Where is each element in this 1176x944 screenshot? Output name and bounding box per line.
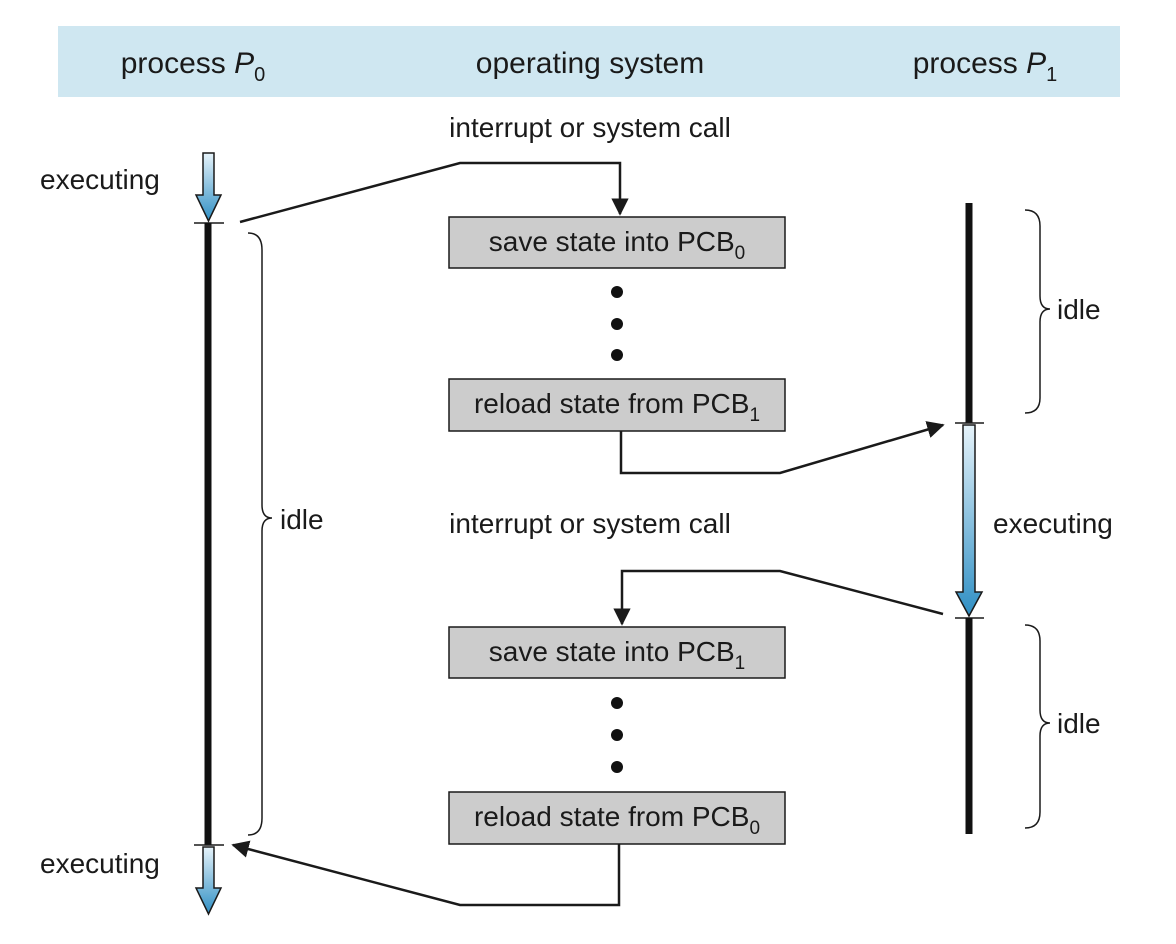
p1-executing-label: executing bbox=[993, 508, 1113, 539]
reload-pcb0-box: reload state from PCB0 bbox=[448, 791, 786, 845]
p1-idle-label-bottom: idle bbox=[1057, 708, 1101, 739]
p1-idle-label-top: idle bbox=[1057, 294, 1101, 325]
ellipsis-dot bbox=[611, 761, 623, 773]
header-band bbox=[58, 26, 1120, 97]
p1-idle-brace-bottom bbox=[1024, 624, 1051, 829]
header-process0: process P0 bbox=[121, 47, 266, 86]
svg-text:save state into PCB0: save state into PCB0 bbox=[489, 226, 745, 264]
interrupt-label-mid: interrupt or system call bbox=[449, 508, 731, 539]
interrupt-label-top: interrupt or system call bbox=[449, 112, 731, 143]
arrow-p1-to-save-pcb1 bbox=[613, 569, 944, 626]
svg-text:reload state from PCB1: reload state from PCB1 bbox=[474, 388, 760, 426]
ellipsis-dot bbox=[611, 318, 623, 330]
ellipsis-dot bbox=[611, 729, 623, 741]
p1-idle-brace-top bbox=[1024, 209, 1051, 414]
p0-idle-brace bbox=[247, 232, 273, 836]
svg-text:save state into PCB1: save state into PCB1 bbox=[489, 636, 745, 674]
ellipsis-dot bbox=[611, 697, 623, 709]
header-os: operating system bbox=[476, 47, 704, 80]
ellipsis-dot bbox=[611, 286, 623, 298]
header-process1: process P1 bbox=[913, 47, 1058, 86]
arrow-p0-to-save-pcb0 bbox=[239, 161, 629, 224]
arrow-reload-to-p1 bbox=[619, 421, 945, 475]
svg-text:reload state from PCB0: reload state from PCB0 bbox=[474, 801, 760, 839]
arrow-reload-to-p0 bbox=[231, 840, 621, 907]
p0-executing-bottom-arrow bbox=[194, 846, 223, 916]
p0-executing-top-arrow bbox=[194, 152, 223, 223]
p0-executing-bottom-label: executing bbox=[40, 848, 160, 879]
p1-executing-arrow bbox=[954, 424, 984, 618]
p0-executing-top-label: executing bbox=[40, 164, 160, 195]
reload-pcb1-box: reload state from PCB1 bbox=[448, 378, 786, 432]
ellipsis-dot bbox=[611, 349, 623, 361]
p0-idle-label: idle bbox=[280, 504, 324, 535]
save-pcb1-box: save state into PCB1 bbox=[448, 626, 786, 679]
save-pcb0-box: save state into PCB0 bbox=[448, 216, 786, 269]
